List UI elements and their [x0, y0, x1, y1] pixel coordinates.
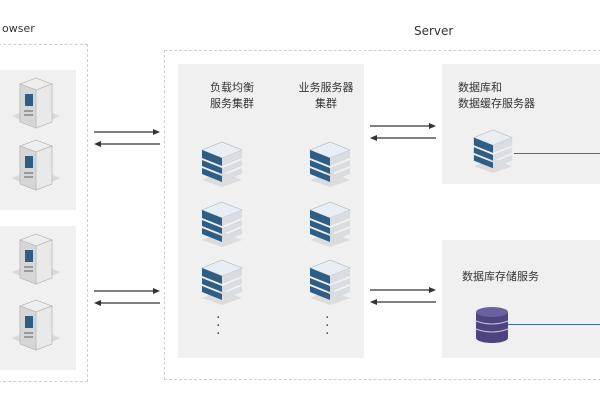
bidirectional-arrow-icon	[370, 123, 436, 141]
bidirectional-arrow-icon	[94, 129, 160, 147]
rack-server-icon	[201, 141, 243, 187]
load-balancer-label-line2: 服务集群	[210, 97, 254, 110]
tower-server-icon	[12, 233, 60, 285]
browser-label: owser	[2, 22, 35, 35]
business-server-label-line2: 集群	[315, 97, 337, 110]
server-label: Server	[414, 24, 454, 38]
db-storage-label: 数据库存储服务	[462, 270, 539, 283]
rack-server-icon	[201, 259, 243, 305]
rack-server-icon	[309, 141, 351, 187]
server-region	[164, 50, 600, 380]
tower-server-icon	[12, 139, 60, 191]
tower-server-icon	[12, 299, 60, 351]
rack-server-icon	[309, 201, 351, 247]
database-cylinder-icon	[475, 307, 509, 343]
more-servers-ellipsis: ···	[325, 310, 330, 342]
rack-server-icon	[201, 201, 243, 247]
rack-server-icon	[473, 129, 513, 174]
more-servers-ellipsis: ···	[216, 310, 221, 342]
browser-region	[0, 44, 88, 382]
db-cache-label: 数据库和 数据缓存服务器	[458, 80, 535, 112]
business-server-label-line1: 业务服务器	[298, 81, 354, 94]
rack-server-icon	[309, 259, 351, 305]
load-balancer-label: 负载均衡 服务集群	[196, 80, 268, 112]
db-cache-connector-line	[514, 153, 600, 154]
db-cache-panel	[442, 64, 600, 184]
db-storage-connector-line	[508, 324, 600, 325]
bidirectional-arrow-icon	[370, 287, 436, 305]
db-cache-label-line2: 数据缓存服务器	[458, 97, 535, 110]
bidirectional-arrow-icon	[94, 288, 160, 306]
db-cache-label-line1: 数据库和	[458, 81, 502, 94]
business-server-label: 业务服务器 集群	[284, 80, 368, 112]
tower-server-icon	[12, 77, 60, 129]
db-storage-panel	[442, 240, 600, 358]
load-balancer-label-line1: 负载均衡	[210, 81, 254, 94]
